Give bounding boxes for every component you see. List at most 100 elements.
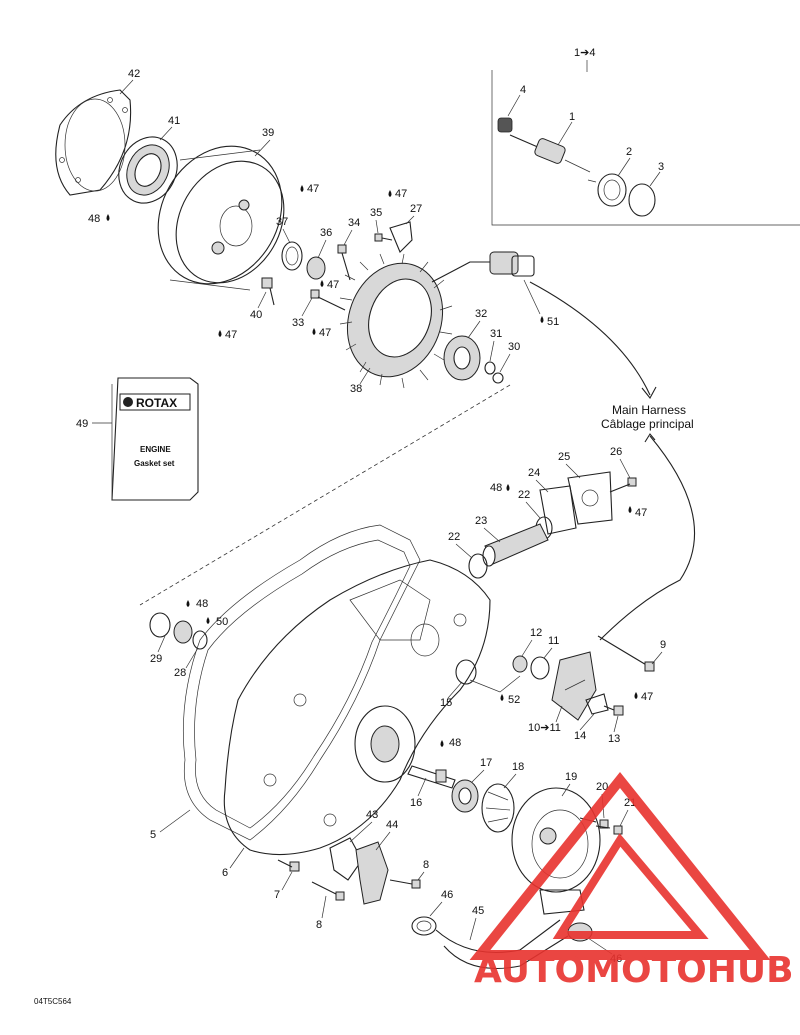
callout-34: 34: [348, 217, 360, 229]
part-8-bolt-b: [389, 879, 421, 889]
part-40-screw: [261, 277, 275, 306]
gasket-kit-line2: Gasket set: [134, 459, 175, 468]
callout-4: 4: [520, 84, 526, 96]
part-38-stator: [339, 253, 490, 389]
callout-2: 2: [626, 146, 632, 158]
part-43-gasket: [329, 837, 363, 881]
callout-19: 19: [565, 771, 577, 783]
gasket-kit-brand: ROTAX: [136, 396, 177, 410]
lube-48-d: 48: [449, 737, 461, 749]
lube-47-c: 47: [225, 329, 237, 341]
lube-48-c: 48: [196, 598, 208, 610]
part-42-cover-plate: [55, 89, 132, 196]
callout-38: 38: [350, 383, 362, 395]
callout-20: 20: [596, 781, 608, 793]
harness-label-en: Main Harness: [612, 403, 686, 417]
harness-route-bottom: [599, 435, 696, 641]
callout-17: 17: [480, 757, 492, 769]
callout-49: 49: [76, 418, 88, 430]
part-6-cover: [223, 559, 491, 856]
callout-28: 28: [174, 667, 186, 679]
part-11-o-ring: [530, 656, 550, 680]
part-3-o-ring: [628, 183, 656, 217]
callout-13: 13: [608, 733, 620, 745]
lube-48-a: 48: [88, 213, 100, 225]
figure-code: 04T5C564: [34, 997, 72, 1006]
callout-12: 12: [530, 627, 542, 639]
callout-7: 7: [274, 889, 280, 901]
part-4-grommet: [497, 117, 513, 133]
harness-connector: [489, 251, 535, 277]
callout-43: 43: [366, 809, 378, 821]
lube-47-g: 47: [641, 691, 653, 703]
part-7-bolt: [277, 859, 300, 872]
callout-45: 45: [472, 905, 484, 917]
part-14-clip: [585, 693, 609, 715]
rotax-logo-icon: [123, 397, 133, 407]
part-18-impeller: [481, 783, 515, 833]
part-17-seal: [451, 779, 479, 813]
callout-37: 37: [276, 216, 288, 228]
part-28-o-ring: [192, 630, 208, 650]
callout-14: 14: [574, 730, 586, 742]
callout-42: 42: [128, 68, 140, 80]
part-41-bearing: [118, 136, 178, 204]
callout-1: 1: [569, 111, 575, 123]
part-2-connector: [587, 173, 627, 207]
lube-52: 52: [508, 694, 520, 706]
part-34-bolt: [337, 244, 351, 281]
automotohub-watermark: AUTOMOTOHUB: [469, 771, 794, 991]
part-10-housing: [551, 651, 597, 721]
callout-39: 39: [262, 127, 274, 139]
lube-50: 50: [216, 616, 228, 628]
callout-15: 15: [440, 697, 452, 709]
part-15-seal: [455, 659, 477, 685]
lube-51: 51: [547, 316, 559, 328]
callout-40: 40: [250, 309, 262, 321]
callout-25: 25: [558, 451, 570, 463]
gasket-kit-line1: ENGINE: [140, 445, 171, 454]
callout-11: 11: [548, 635, 559, 647]
callout-29: 29: [150, 653, 162, 665]
callout-41: 41: [168, 115, 180, 127]
part-9-bolt: [597, 635, 655, 672]
part-29-seal: [149, 612, 193, 644]
part-44-thermostat-housing: [355, 841, 389, 905]
callout-44: 44: [386, 819, 398, 831]
lube-47-a: 47: [307, 183, 319, 195]
callout-32: 32: [475, 308, 487, 320]
callout-46-a: 46: [441, 889, 453, 901]
callout-27: 27: [410, 203, 422, 215]
lube-47-e: 47: [327, 279, 339, 291]
part-32-trigger-wheel: [443, 335, 481, 381]
callout-8-b: 8: [423, 859, 429, 871]
assembly-line-upper: [139, 384, 511, 606]
harness-label-fr: Câblage principal: [601, 417, 694, 431]
subassembly-ref: 1➔4: [574, 47, 595, 59]
callout-18: 18: [512, 761, 524, 773]
callout-24: 24: [528, 467, 540, 479]
callout-30: 30: [508, 341, 520, 353]
callout-16: 16: [410, 797, 422, 809]
callout-22-a: 22: [518, 489, 530, 501]
lube-47-f: 47: [635, 507, 647, 519]
gasket-kit-49: ROTAX ENGINE Gasket set: [111, 377, 199, 501]
part-8-bolt-a: [311, 881, 345, 901]
lube-47-d: 47: [319, 327, 331, 339]
part-33-bolt: [310, 289, 346, 311]
callout-33: 33: [292, 317, 304, 329]
inset-subassembly: 1➔4 4 1 2 3: [491, 47, 800, 226]
part-22-o-ring-b: [468, 553, 488, 579]
part-25-cover: [567, 471, 613, 525]
part-12-washer: [512, 655, 528, 673]
part-1-sensor: [509, 134, 591, 173]
part-31-key: [484, 361, 496, 375]
part-46-clamp-a: [411, 916, 437, 936]
part-36-spacer: [306, 256, 326, 280]
callout-23: 23: [475, 515, 487, 527]
callout-22-b: 22: [448, 531, 460, 543]
callout-6: 6: [222, 867, 228, 879]
part-37-seal: [281, 241, 303, 271]
part-35-screw: [374, 233, 393, 242]
